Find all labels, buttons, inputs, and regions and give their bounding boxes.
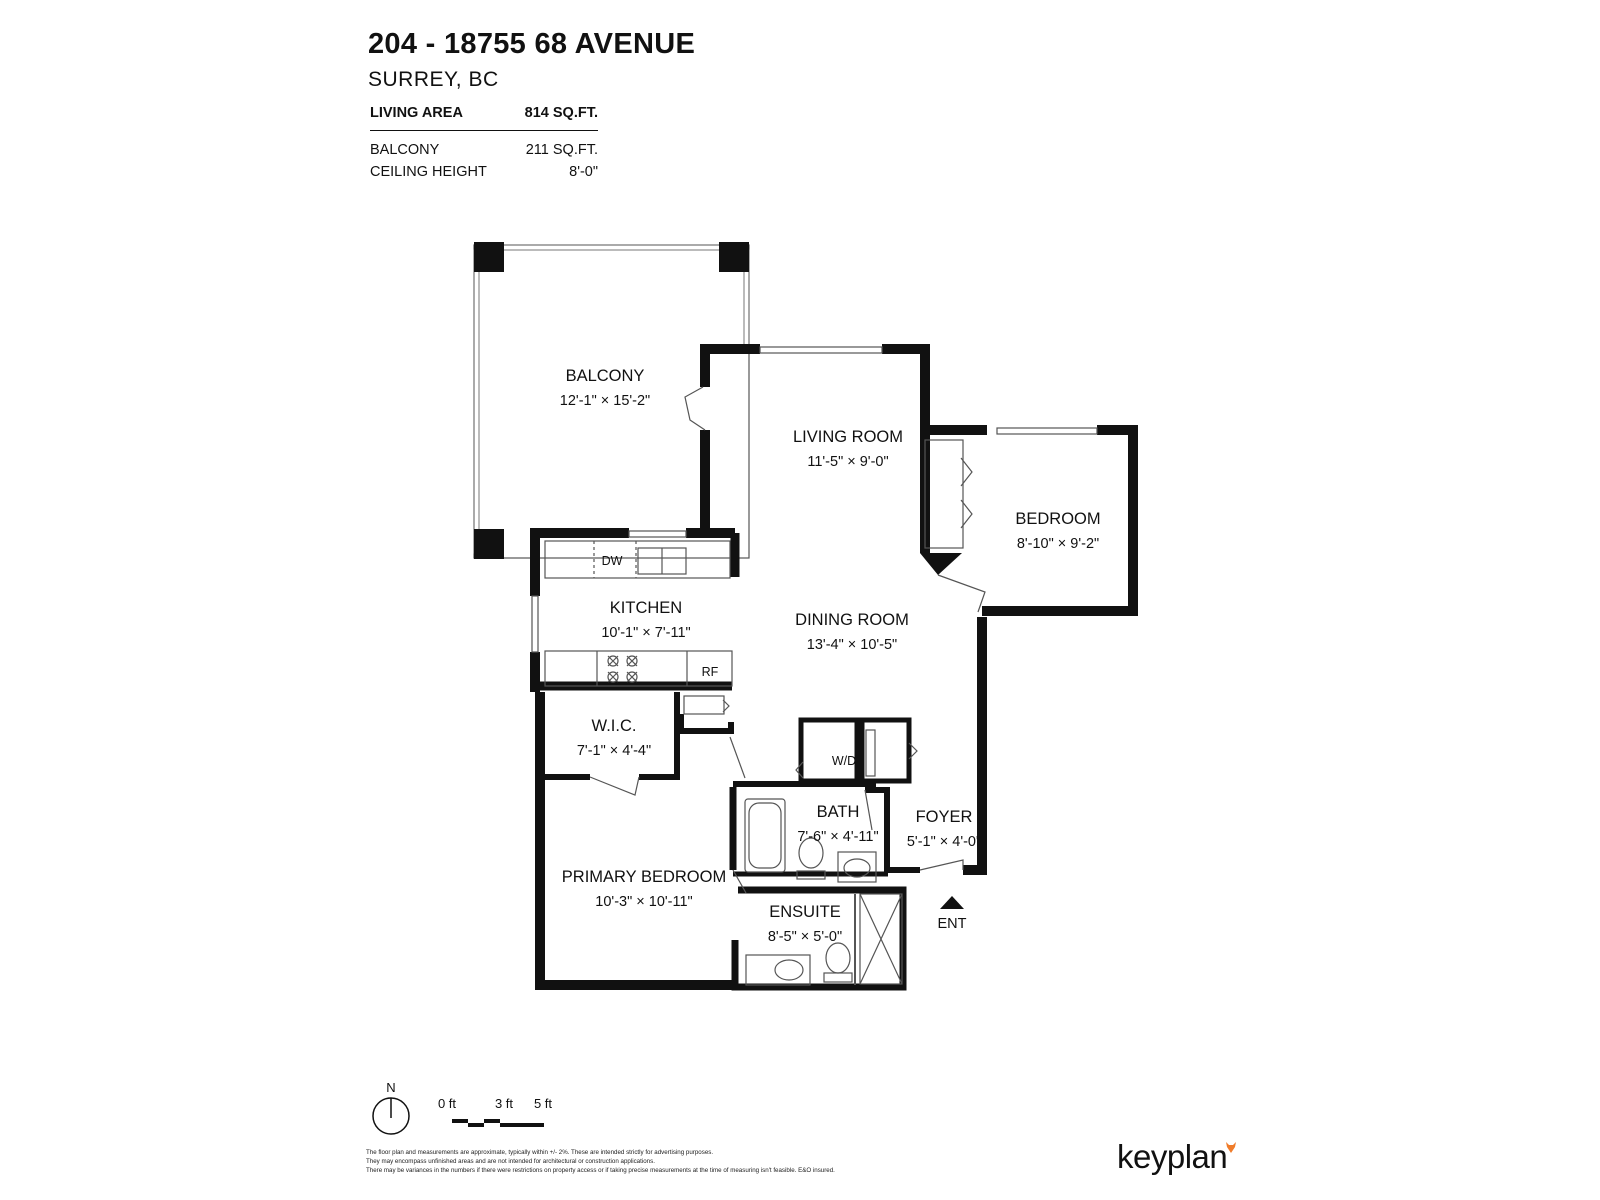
property-address: 204 - 18755 68 AVENUE bbox=[368, 28, 696, 60]
property-city: SURREY, BC bbox=[368, 68, 499, 91]
washer-dryer-label: W/D bbox=[832, 754, 856, 768]
dining-room-dims: 13'-4" × 10'-5" bbox=[807, 637, 897, 653]
balcony-column bbox=[719, 242, 749, 272]
bedroom-closet bbox=[920, 439, 973, 575]
scale-label-three: 3 ft bbox=[495, 1096, 513, 1111]
stove-icon bbox=[607, 655, 638, 683]
brand-name: keyplan bbox=[1117, 1138, 1228, 1175]
entrance-arrow-icon bbox=[940, 896, 964, 909]
disclaimer-line: There may be variances in the numbers if… bbox=[366, 1167, 835, 1174]
windows bbox=[531, 346, 1098, 653]
living-area-value: 814 SQ.FT. bbox=[524, 105, 598, 121]
dishwasher-label: DW bbox=[602, 554, 623, 568]
ensuite-dims: 8'-5" × 5'-0" bbox=[768, 929, 842, 945]
balcony-area bbox=[473, 242, 750, 559]
doors bbox=[589, 386, 986, 894]
area-summary: LIVING AREA 814 SQ.FT. BALCONY 211 SQ.FT… bbox=[370, 102, 598, 183]
primary-bedroom-dims: 10'-3" × 10'-11" bbox=[595, 894, 692, 910]
bedroom-dims: 8'-10" × 9'-2" bbox=[1017, 536, 1099, 552]
ensuite-shower bbox=[859, 893, 903, 985]
dining-room-name: DINING ROOM bbox=[795, 611, 909, 629]
ceiling-height-row: CEILING HEIGHT 8'-0" bbox=[370, 161, 598, 183]
toilet-icon bbox=[798, 837, 824, 869]
kitchen-dims: 10'-1" × 7'-11" bbox=[601, 625, 690, 641]
living-area-row: LIVING AREA 814 SQ.FT. bbox=[370, 102, 598, 131]
wic-name: W.I.C. bbox=[592, 717, 637, 735]
balcony-area-value: 211 SQ.FT. bbox=[525, 142, 598, 158]
living-area-label: LIVING AREA bbox=[370, 105, 463, 121]
entrance-label: ENT bbox=[938, 916, 967, 932]
ceiling-height-value: 8'-0" bbox=[569, 164, 598, 180]
bath-dims: 7'-6" × 4'-11" bbox=[797, 829, 878, 845]
balcony-column bbox=[474, 242, 504, 272]
scale-label-five: 5 ft bbox=[534, 1096, 552, 1111]
balcony-column bbox=[474, 529, 504, 559]
kitchen-fixtures bbox=[544, 540, 733, 687]
scale-bar: 0 ft 3 ft 5 ft bbox=[438, 1096, 552, 1127]
ensuite-toilet-icon bbox=[825, 942, 851, 974]
foyer-dims: 5'-1" × 4'-0" bbox=[907, 834, 981, 850]
bath-fixtures bbox=[744, 798, 903, 986]
brand-logo: keyplan bbox=[1117, 1138, 1237, 1176]
balcony-area-label: BALCONY bbox=[370, 142, 440, 158]
disclaimer: The floor plan and measurements are appr… bbox=[366, 1148, 1006, 1175]
bedroom-name: BEDROOM bbox=[1015, 510, 1100, 528]
balcony-name: BALCONY bbox=[566, 367, 645, 385]
disclaimer-line: The floor plan and measurements are appr… bbox=[366, 1149, 714, 1156]
compass: N bbox=[372, 1080, 410, 1135]
fridge-label: RF bbox=[702, 665, 719, 679]
fox-icon bbox=[1226, 1142, 1237, 1153]
disclaimer-line: They may encompass unfinished areas and … bbox=[366, 1158, 655, 1165]
bath-sink bbox=[837, 851, 877, 883]
closet-doors bbox=[795, 729, 918, 779]
ensuite-sink bbox=[745, 954, 811, 986]
ensuite-name: ENSUITE bbox=[769, 903, 841, 921]
living-room-dims: 11'-5" × 9'-0" bbox=[807, 454, 888, 470]
compass-north-label: N bbox=[386, 1080, 395, 1095]
wic-dims: 7'-1" × 4'-4" bbox=[577, 743, 651, 759]
room-labels: BALCONY 12'-1" × 15'-2" LIVING ROOM 11'-… bbox=[560, 367, 1101, 945]
living-room-name: LIVING ROOM bbox=[793, 428, 903, 446]
kitchen-name: KITCHEN bbox=[610, 599, 682, 617]
bath-name: BATH bbox=[817, 803, 860, 821]
bathtub bbox=[744, 798, 786, 873]
foyer-name: FOYER bbox=[916, 808, 973, 826]
balcony-dims: 12'-1" × 15'-2" bbox=[560, 393, 650, 409]
scale-label-zero: 0 ft bbox=[438, 1096, 456, 1111]
ceiling-height-label: CEILING HEIGHT bbox=[370, 164, 487, 180]
balcony-area-row: BALCONY 211 SQ.FT. bbox=[370, 139, 598, 161]
primary-bedroom-name: PRIMARY BEDROOM bbox=[562, 868, 726, 886]
